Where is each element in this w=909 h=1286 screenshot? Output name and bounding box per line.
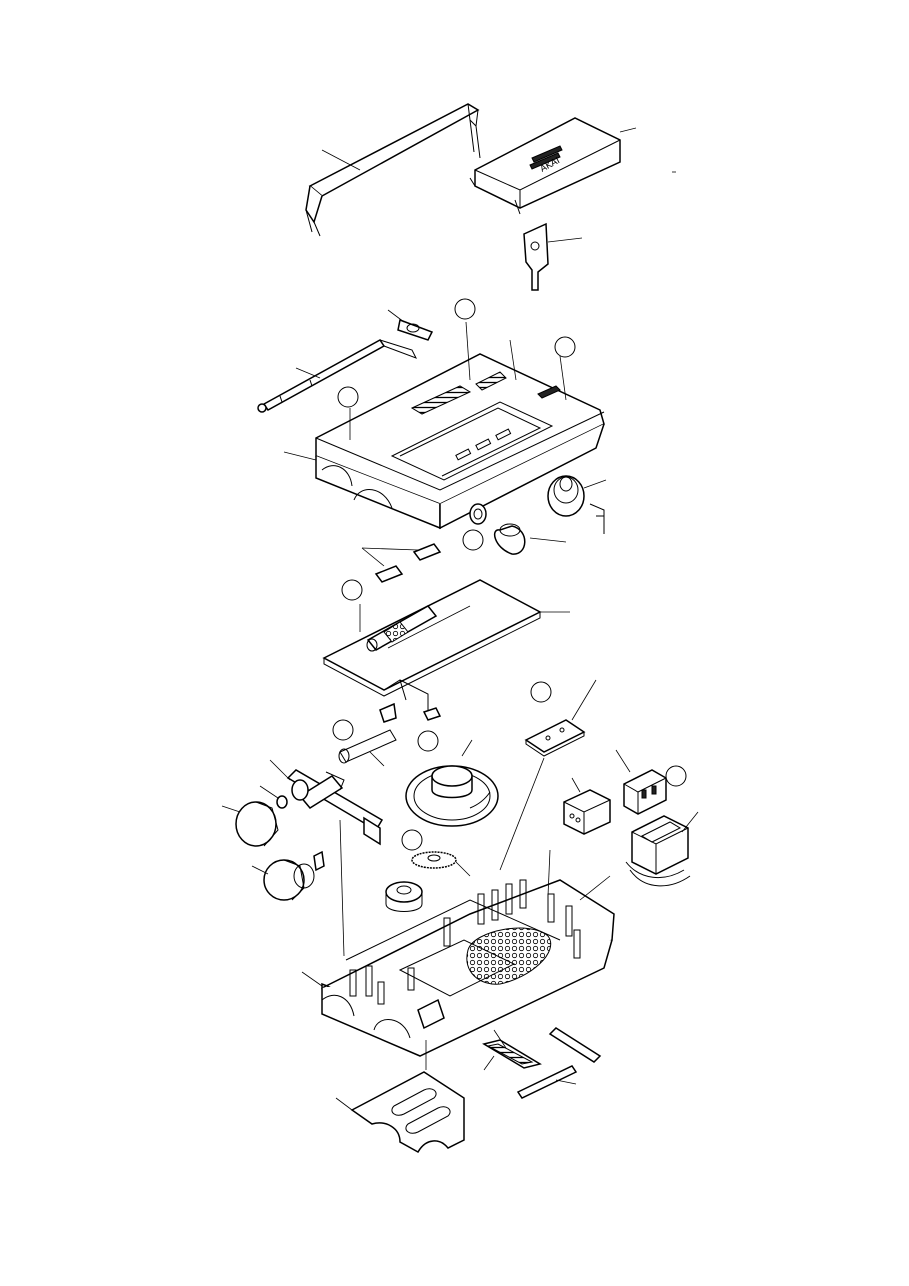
dial-pointer-b [516,1027,602,1099]
tuning-shaft-assembly [269,729,397,846]
front-knob-b [251,850,325,901]
callout-bubble [454,298,476,320]
callout-bubble [665,765,687,787]
small-pcb [524,679,597,757]
callout-bubble [332,719,354,741]
battery-spring-plate [523,222,583,291]
cabinet-posts [349,879,581,1005]
callout-bubble [337,386,359,408]
ferrite-rod [366,605,438,652]
callout-bubble [462,529,484,551]
callout-bubble [401,829,423,851]
callout-bubble [554,336,576,358]
callout-bubble [417,730,439,752]
gear-wheel [411,851,471,877]
top-cabinet [283,321,605,530]
speaker [405,739,499,827]
bottom-plate [335,1040,465,1154]
button-slide-caps [361,543,442,583]
ac-socket [615,749,667,815]
pulley [385,881,423,912]
switch-block [563,777,611,835]
telescopic-antenna [257,339,418,413]
antenna-mount-bracket [387,309,434,341]
callout-bubble [341,579,363,601]
carry-handle [305,103,481,237]
callout-bubble [530,681,552,703]
power-transformer [625,811,699,887]
knob-small [469,503,567,555]
battery-door: AKAI [469,117,637,215]
bottom-cabinet [301,757,615,1057]
main-pcb [322,579,570,712]
pcb-clips [379,702,442,723]
dial-pointer-a [482,1029,542,1071]
knob-large [547,475,607,534]
front-knob-a [221,785,288,847]
